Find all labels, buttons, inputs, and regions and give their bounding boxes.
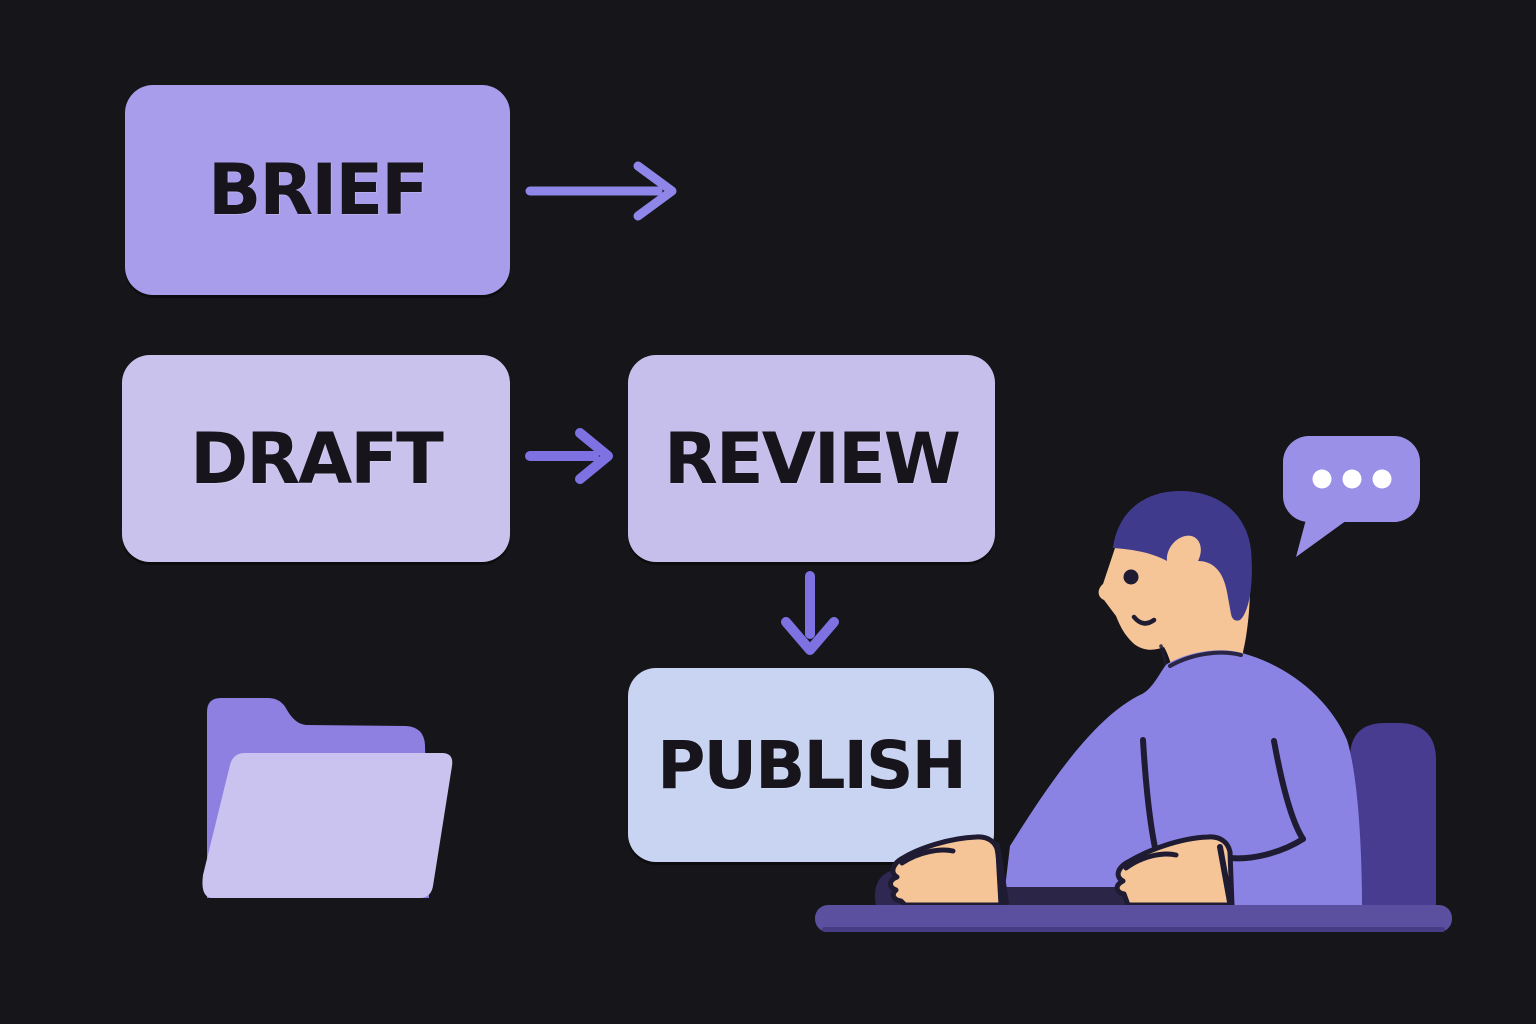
flow-node-draft: DRAFT (122, 355, 510, 562)
flow-node-publish: PUBLISH (628, 668, 994, 862)
arrow-right-icon (525, 428, 613, 484)
speech-bubble-icon (1283, 436, 1420, 557)
arrow-down-icon (781, 571, 839, 655)
folder-icon (202, 698, 453, 898)
folder-front (202, 753, 453, 898)
smile (1131, 614, 1157, 626)
flow-node-publish-label: PUBLISH (657, 726, 967, 804)
person-hair (1113, 491, 1252, 621)
speech-bubble-dots (1312, 469, 1392, 489)
sweater-body (1003, 650, 1362, 905)
flow-node-review: REVIEW (628, 355, 995, 562)
desk-shadow-edge (822, 927, 1445, 932)
right-hand (1114, 834, 1235, 908)
desk (815, 905, 1452, 932)
left-hand (888, 834, 1004, 908)
person-illustration (815, 491, 1452, 932)
ear (1182, 564, 1210, 602)
flow-node-brief: BRIEF (125, 85, 510, 295)
flow-node-draft-label: DRAFT (190, 417, 444, 500)
speech-bubble-tail (1296, 512, 1354, 557)
collar-line (1168, 650, 1243, 668)
flow-node-brief-label: BRIEF (208, 149, 429, 231)
arrow-right-icon (525, 161, 677, 221)
eye-dot (1123, 569, 1139, 585)
sleeve-cuffs (994, 842, 1233, 905)
chair (1350, 723, 1436, 907)
flow-node-review-label: REVIEW (664, 417, 961, 500)
